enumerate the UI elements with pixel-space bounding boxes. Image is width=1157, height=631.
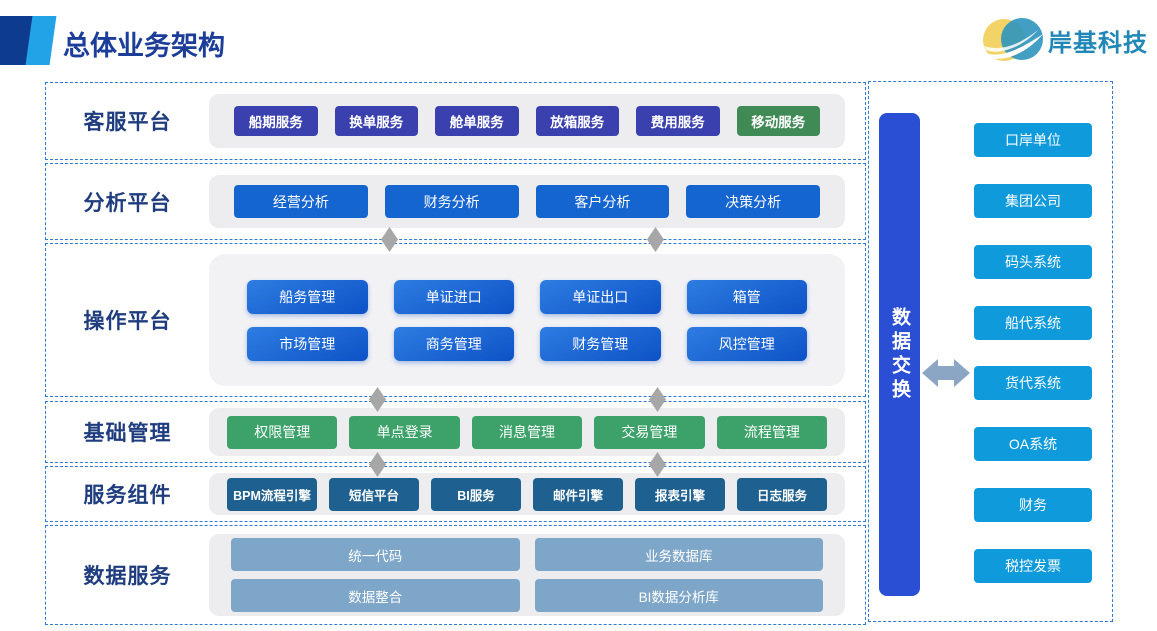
external-system-button[interactable]: 税控发票 [974, 548, 1092, 583]
service-chip[interactable]: 舱单服务 [435, 106, 519, 136]
external-system-button[interactable]: 码头系统 [974, 244, 1092, 279]
logo-text: 岸基科技 [1048, 29, 1148, 57]
section-label: 数据服务 [83, 565, 172, 588]
section-analysis-platform: 分析平台 经营分析 财务分析 客户分析 决策分析 [45, 163, 866, 240]
operation-chip[interactable]: 单证进口 [393, 279, 514, 314]
company-logo: 岸基科技 [982, 14, 1148, 66]
section-label: 操作平台 [83, 310, 172, 333]
double-arrow-icon [922, 359, 970, 387]
service-chip[interactable]: 移动服务 [736, 106, 820, 136]
operation-chip[interactable]: 船务管理 [247, 279, 368, 314]
analysis-chip[interactable]: 经营分析 [234, 185, 368, 218]
section-service-components: 服务组件 BPM流程引擎 短信平台 BI服务 邮件引擎 报表引擎 日志服务 [45, 466, 866, 522]
component-chip[interactable]: BI服务 [431, 477, 521, 511]
external-system-button[interactable]: 口岸单位 [974, 123, 1092, 157]
component-chip[interactable]: BPM流程引擎 [227, 477, 317, 511]
logo-globe-icon [982, 18, 1043, 61]
chip-group: 权限管理 单点登录 消息管理 交易管理 流程管理 [209, 408, 845, 456]
section-external-systems: 数据交换 口岸单位 集团公司 码头系统 船代系统 货代系统 OA系统 财务 税控… [868, 81, 1113, 622]
operation-chip[interactable]: 商务管理 [393, 326, 514, 361]
chip-group: 船期服务 换单服务 舱单服务 放箱服务 费用服务 移动服务 [209, 94, 845, 148]
data-exchange-label: 数据交换 [889, 306, 910, 403]
operation-chip[interactable]: 风控管理 [686, 326, 807, 361]
flow-diamond-connector [369, 387, 386, 412]
external-system-button[interactable]: 船代系统 [974, 305, 1092, 340]
operation-chip[interactable]: 财务管理 [540, 326, 661, 361]
management-chip[interactable]: 单点登录 [349, 415, 460, 449]
management-chip[interactable]: 交易管理 [594, 415, 705, 449]
data-chip[interactable]: 业务数据库 [534, 538, 823, 571]
section-label: 基础管理 [83, 422, 172, 445]
section-label: 客服平台 [83, 111, 172, 134]
flow-diamond-connector [381, 227, 398, 252]
chip-group: BPM流程引擎 短信平台 BI服务 邮件引擎 报表引擎 日志服务 [209, 473, 845, 515]
external-system-button[interactable]: OA系统 [974, 427, 1092, 462]
component-chip[interactable]: 邮件引擎 [533, 477, 623, 511]
operation-chip[interactable]: 市场管理 [247, 326, 368, 361]
analysis-chip[interactable]: 客户分析 [535, 185, 670, 218]
management-chip[interactable]: 权限管理 [227, 415, 338, 449]
flow-diamond-connector [649, 387, 666, 412]
analysis-chip[interactable]: 财务分析 [384, 185, 519, 218]
section-operation-platform: 操作平台 船务管理 单证进口 单证出口 箱管 市场管理 商务管理 财务管理 风控… [45, 243, 866, 397]
analysis-chip[interactable]: 决策分析 [686, 185, 820, 218]
component-chip[interactable]: 日志服务 [737, 477, 827, 511]
flow-diamond-connector [369, 452, 386, 477]
chip-group: 船务管理 单证进口 单证出口 箱管 市场管理 商务管理 财务管理 风控管理 [209, 254, 845, 386]
service-chip[interactable]: 船期服务 [234, 106, 318, 136]
component-chip[interactable]: 报表引擎 [635, 477, 725, 511]
chip-group: 经营分析 财务分析 客户分析 决策分析 [209, 175, 845, 228]
flow-diamond-connector [649, 452, 666, 477]
section-label: 分析平台 [83, 191, 172, 215]
management-chip[interactable]: 流程管理 [716, 415, 828, 449]
operation-chip[interactable]: 单证出口 [540, 279, 661, 314]
service-chip[interactable]: 放箱服务 [535, 106, 619, 136]
operation-chip[interactable]: 箱管 [686, 279, 807, 314]
management-chip[interactable]: 消息管理 [471, 415, 583, 449]
page-title: 总体业务架构 [63, 31, 225, 61]
service-chip[interactable]: 换单服务 [334, 106, 418, 136]
component-chip[interactable]: 短信平台 [329, 477, 419, 511]
service-chip[interactable]: 费用服务 [636, 106, 720, 136]
data-chip[interactable]: BI数据分析库 [534, 579, 823, 612]
section-basic-management: 基础管理 权限管理 单点登录 消息管理 交易管理 流程管理 [45, 401, 866, 463]
data-exchange-bar: 数据交换 [879, 113, 920, 596]
external-system-button[interactable]: 财务 [974, 488, 1092, 523]
flow-diamond-connector [647, 227, 664, 252]
section-customer-service-platform: 客服平台 船期服务 换单服务 舱单服务 放箱服务 费用服务 移动服务 [45, 82, 866, 160]
external-system-button[interactable]: 集团公司 [974, 183, 1092, 218]
section-label: 服务组件 [83, 484, 172, 507]
data-chip[interactable]: 数据整合 [231, 579, 520, 612]
data-chip[interactable]: 统一代码 [231, 538, 520, 571]
external-system-button[interactable]: 货代系统 [974, 366, 1092, 401]
section-data-services: 数据服务 统一代码 业务数据库 数据整合 BI数据分析库 [45, 525, 866, 625]
chip-group: 统一代码 业务数据库 数据整合 BI数据分析库 [209, 534, 845, 616]
external-systems-list: 口岸单位 集团公司 码头系统 船代系统 货代系统 OA系统 财务 税控发票 [974, 123, 1092, 583]
